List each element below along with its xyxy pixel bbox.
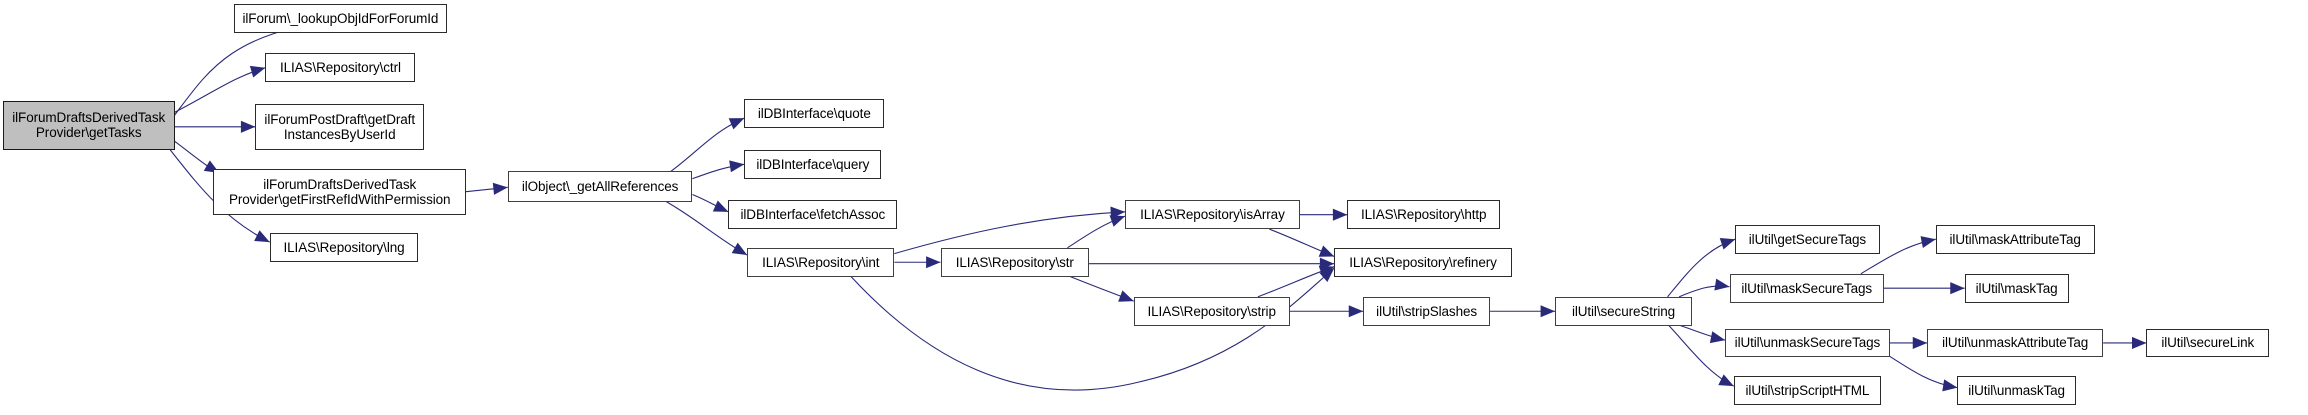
graph-node-label: ilUtil\unmaskTag <box>1968 382 2065 398</box>
call-edge <box>1679 286 1729 297</box>
arrow-head-icon <box>729 160 745 173</box>
graph-node[interactable]: ilObject\_getAllReferences <box>507 171 693 202</box>
graph-node[interactable]: ILIAS\Repository\ctrl <box>265 53 416 83</box>
arrow-head-icon <box>1109 215 1126 227</box>
graph-node-label: ilForumDraftsDerivedTask Provider\getTas… <box>12 110 166 141</box>
graph-node-root[interactable]: ilForumDraftsDerivedTask Provider\getTas… <box>2 100 175 150</box>
arrow-head-icon <box>1319 268 1335 283</box>
graph-node[interactable]: ilUtil\maskAttributeTag <box>1935 224 2095 254</box>
graph-node[interactable]: ilUtil\unmaskAttributeTag <box>1927 328 2104 358</box>
graph-node[interactable]: ILIAS\Repository\int <box>747 247 895 277</box>
graph-node-label: ILIAS\Repository\strip <box>1147 303 1276 319</box>
graph-node[interactable]: ILIAS\Repository\lng <box>269 233 419 263</box>
arrow-head-icon <box>1912 336 1928 350</box>
graph-node-label: ILIAS\Repository\lng <box>283 240 405 256</box>
graph-node[interactable]: ILIAS\Repository\refinery <box>1334 247 1512 277</box>
call-edge <box>1681 326 1726 340</box>
graph-node-label: ilUtil\secureLink <box>2161 335 2255 351</box>
arrow-head-icon <box>1920 236 1936 248</box>
graph-node-label: ilUtil\maskTag <box>1975 280 2058 296</box>
arrow-head-icon <box>249 65 266 78</box>
arrow-head-icon <box>1950 282 1965 295</box>
graph-node-label: ilForumPostDraft\getDraft InstancesByUse… <box>264 111 415 142</box>
graph-node[interactable]: ilForum\_lookupObjIdForForumId <box>233 4 448 34</box>
graph-node-label: ilUtil\maskSecureTags <box>1741 280 1873 296</box>
graph-node[interactable]: ILIAS\Repository\strip <box>1133 296 1290 326</box>
arrow-head-icon <box>1319 257 1335 270</box>
arrow-head-icon <box>240 120 256 133</box>
arrow-head-icon <box>728 118 745 130</box>
graph-node[interactable]: ILIAS\Repository\str <box>940 247 1090 277</box>
arrow-head-icon <box>926 256 941 269</box>
graph-node-label: ilUtil\stripSlashes <box>1376 303 1478 319</box>
graph-node-label: ilUtil\getSecureTags <box>1748 231 1867 247</box>
graph-node-label: ILIAS\Repository\isArray <box>1140 207 1285 223</box>
graph-node[interactable]: ilUtil\secureString <box>1555 296 1693 326</box>
graph-node[interactable]: ilDBInterface\query <box>744 149 882 179</box>
arrow-head-icon <box>1718 374 1734 387</box>
graph-node-label: ilUtil\maskAttributeTag <box>1949 231 2081 247</box>
arrow-head-icon <box>1318 245 1335 257</box>
graph-node-label: ilDBInterface\fetchAssoc <box>740 207 886 223</box>
graph-node[interactable]: ilUtil\unmaskSecureTags <box>1725 328 1890 358</box>
arrow-head-icon <box>1118 290 1134 302</box>
call-edge <box>692 195 728 212</box>
call-edge <box>692 164 744 178</box>
graph-node[interactable]: ilForumDraftsDerivedTask Provider\getFir… <box>213 168 466 215</box>
arrow-head-icon <box>1540 305 1556 318</box>
graph-node[interactable]: ilUtil\unmaskTag <box>1957 376 2076 405</box>
graph-node[interactable]: ilUtil\maskTag <box>1964 273 2069 303</box>
arrow-head-icon <box>712 200 729 212</box>
graph-node-label: ilForum\_lookupObjIdForForumId <box>242 11 439 27</box>
graph-node[interactable]: ilUtil\stripSlashes <box>1363 296 1491 326</box>
call-edge <box>1668 239 1736 297</box>
graph-node-label: ilForumDraftsDerivedTask Provider\getFir… <box>228 176 451 207</box>
graph-node-label: ilUtil\secureString <box>1571 303 1676 319</box>
graph-node[interactable]: ilDBInterface\quote <box>744 99 885 129</box>
arrow-head-icon <box>1942 379 1958 392</box>
arrow-head-icon <box>1318 265 1335 278</box>
call-edge <box>175 68 266 113</box>
graph-node-label: ilObject\_getAllReferences <box>521 179 679 195</box>
call-edge <box>1669 326 1734 387</box>
graph-node-label: ilUtil\stripScriptHTML <box>1745 382 1870 398</box>
call-edge <box>175 141 214 170</box>
call-edge <box>1067 216 1125 248</box>
arrow-head-icon <box>1709 331 1726 344</box>
graph-node-label: ILIAS\Repository\refinery <box>1349 254 1497 270</box>
arrow-head-icon <box>2132 336 2147 350</box>
call-edge <box>1258 267 1334 297</box>
graph-node[interactable]: ilUtil\getSecureTags <box>1735 224 1880 254</box>
graph-node[interactable]: ilUtil\secureLink <box>2146 328 2270 358</box>
graph-node-label: ilDBInterface\quote <box>757 106 871 122</box>
call-edge <box>1070 277 1133 301</box>
arrow-head-icon <box>1714 278 1730 291</box>
graph-node[interactable]: ilForumPostDraft\getDraft InstancesByUse… <box>255 103 425 150</box>
arrow-head-icon <box>731 242 748 256</box>
arrow-head-icon <box>1348 305 1364 318</box>
graph-node-label: ilUtil\unmaskAttributeTag <box>1942 335 2089 351</box>
graph-node[interactable]: ilDBInterface\fetchAssoc <box>728 200 898 230</box>
graph-node[interactable]: ilUtil\stripScriptHTML <box>1733 376 1881 405</box>
graph-node[interactable]: ILIAS\Repository\isArray <box>1125 200 1300 230</box>
arrow-head-icon <box>1332 208 1348 221</box>
graph-node-label: ILIAS\Repository\str <box>955 254 1074 270</box>
call-edge <box>466 187 508 191</box>
graph-node-label: ilDBInterface\query <box>756 156 870 172</box>
graph-node-label: ILIAS\Repository\int <box>762 254 880 270</box>
arrow-head-icon <box>1719 238 1736 250</box>
graph-node-label: ILIAS\Repository\http <box>1360 207 1487 223</box>
graph-node-label: ilUtil\unmaskSecureTags <box>1734 335 1881 351</box>
call-edge <box>851 268 1334 390</box>
arrow-head-icon <box>254 230 270 243</box>
graph-node[interactable]: ILIAS\Repository\http <box>1347 200 1501 230</box>
graph-node-label: ILIAS\Repository\ctrl <box>279 60 401 76</box>
graph-node[interactable]: ilUtil\maskSecureTags <box>1729 273 1884 303</box>
call-edge <box>671 118 745 171</box>
arrow-head-icon <box>492 182 508 195</box>
arrow-head-icon <box>1110 206 1126 219</box>
call-edge <box>1269 229 1334 256</box>
